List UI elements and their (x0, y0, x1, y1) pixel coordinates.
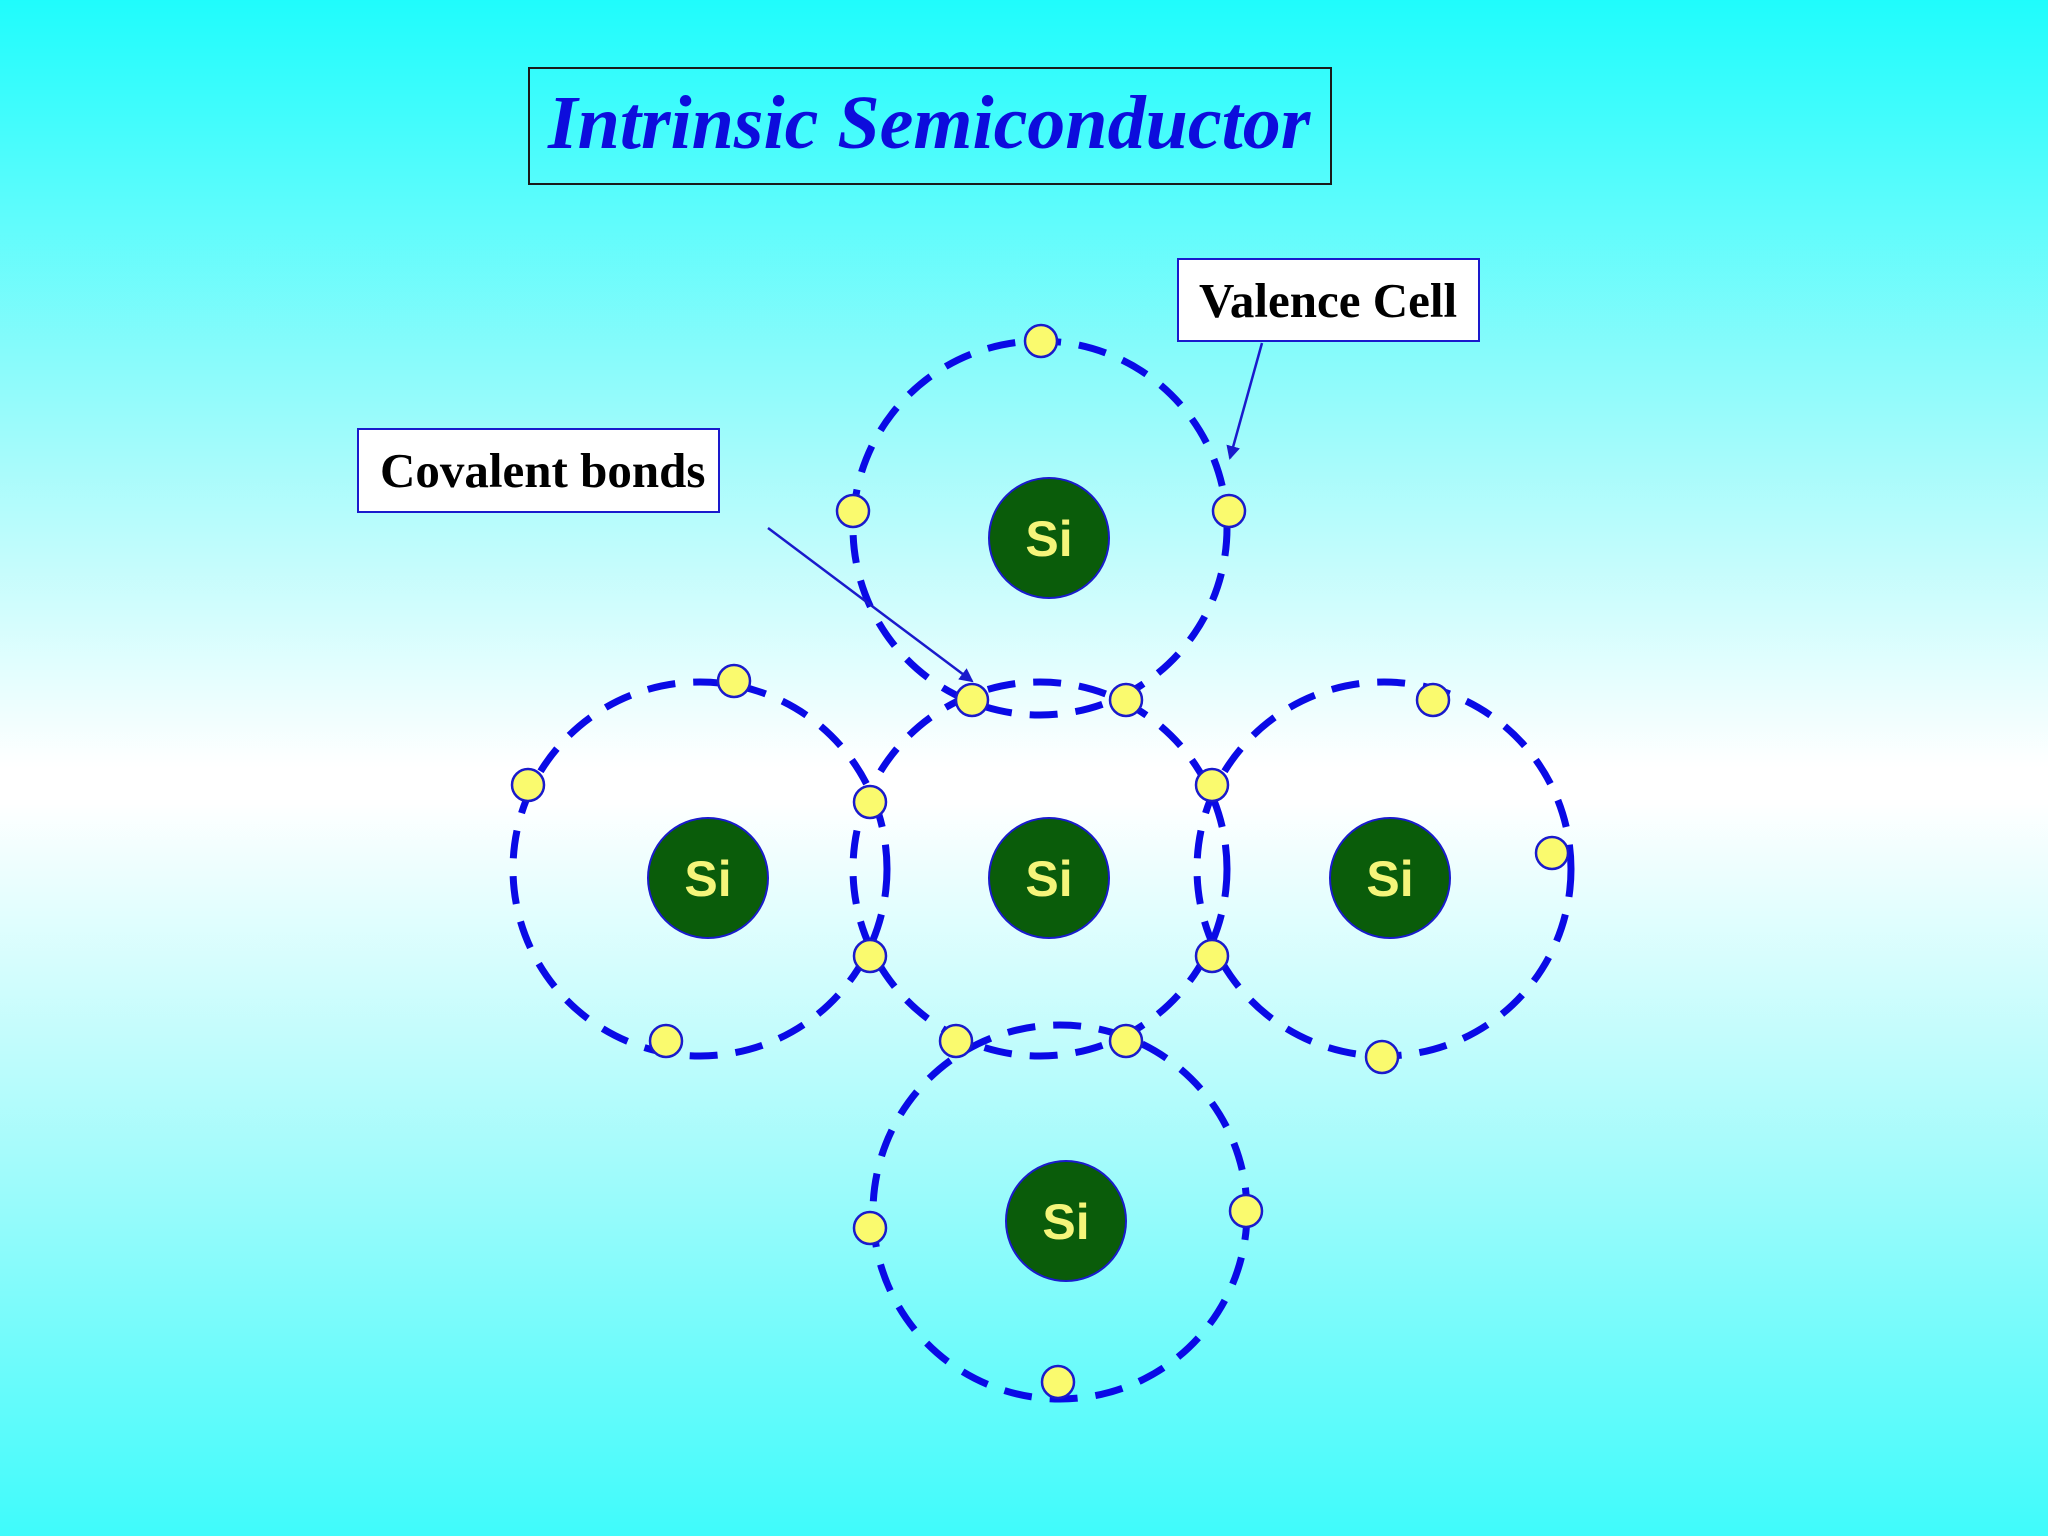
nucleus-right: Si (1329, 817, 1451, 939)
orbit-center (849, 678, 1231, 1060)
covalent-bonds-label-text: Covalent bonds (380, 443, 706, 498)
electron (938, 1023, 974, 1059)
slide-title: Intrinsic Semiconductor (548, 81, 1311, 165)
electron (1108, 1023, 1144, 1059)
electron (1534, 835, 1570, 871)
covalent-bonds-label: Covalent bonds (357, 428, 720, 513)
valence-cell-label-text: Valence Cell (1199, 272, 1458, 328)
atom-symbol: Si (1025, 511, 1072, 567)
nucleus-bottom: Si (1005, 1160, 1127, 1282)
electron (852, 1210, 888, 1246)
atom-symbol: Si (1042, 1194, 1089, 1250)
electron (852, 784, 888, 820)
electron (1415, 682, 1451, 718)
orbit-left (509, 678, 891, 1060)
electron (835, 493, 871, 529)
electron (1211, 493, 1247, 529)
electron (648, 1023, 684, 1059)
atom-symbol: Si (1366, 851, 1413, 907)
atom-symbol: Si (684, 851, 731, 907)
electron (1228, 1193, 1264, 1229)
electron (716, 663, 752, 699)
electron (1194, 767, 1230, 803)
valence-cell-label: Valence Cell (1177, 258, 1480, 342)
valence-cell-arrow (1226, 342, 1264, 460)
electron (1023, 323, 1059, 359)
atom-symbol: Si (1025, 851, 1072, 907)
electron (1108, 682, 1144, 718)
electron (1194, 938, 1230, 974)
nucleus-center: Si (988, 817, 1110, 939)
nuclei: Si Si Si Si Si (647, 477, 1451, 1282)
title-frame (528, 67, 1332, 185)
electron (510, 767, 546, 803)
nucleus-left: Si (647, 817, 769, 939)
electron (1364, 1039, 1400, 1075)
electron (852, 938, 888, 974)
electrons (510, 323, 1570, 1400)
nucleus-top: Si (988, 477, 1110, 599)
covalent-bonds-arrow (767, 527, 974, 683)
electron (1040, 1364, 1076, 1400)
electron (954, 682, 990, 718)
